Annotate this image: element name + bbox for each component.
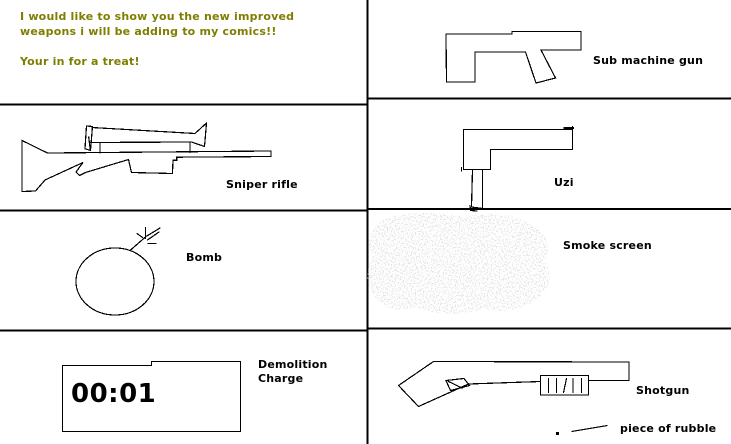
sniper-rifle-label: Sniper rifle (226, 178, 298, 191)
demolition-timer-display: 00:01 (71, 379, 157, 409)
shotgun-label: Shotgun (636, 384, 690, 397)
uzi-magazine-foot (469, 204, 478, 212)
scope-top-line (91, 126, 196, 135)
demolition-charge-label: Demolition Charge (258, 358, 328, 386)
bomb-ball (75, 247, 155, 316)
demolition-label-line-2: Charge (258, 372, 304, 385)
bomb-label: Bomb (186, 251, 223, 264)
submachine-gun-drawing (445, 30, 582, 84)
shotgun-drawing (397, 360, 630, 408)
demolition-label-line-1: Demolition (258, 358, 328, 371)
intro-line-2: weapons i will be adding to my comics!! (20, 25, 277, 38)
scope-eyepiece-fold (88, 136, 91, 151)
intro-line-1: I would like to show you the new improve… (20, 10, 295, 23)
shotgun-grip (445, 377, 471, 392)
bomb-spark-2 (146, 231, 160, 241)
rubble-label: piece of rubble (620, 422, 717, 435)
uzi-magazine (470, 168, 484, 210)
intro-tagline: Your in for a treat! (20, 55, 140, 68)
intro-text: I would like to show you the new improve… (20, 9, 294, 69)
rifle-body (21, 139, 272, 193)
bomb-fuse (129, 235, 147, 252)
sniper-rifle-drawing (21, 121, 272, 193)
bomb-spark-4 (136, 232, 144, 239)
smoke-screen-spray (367, 212, 550, 314)
charge-box (61, 360, 242, 433)
shotgun-grip-fold (447, 380, 463, 389)
smoke-screen-label: Smoke screen (563, 239, 652, 252)
rubble-pointer-line (571, 424, 608, 433)
rubble-dot (555, 431, 560, 436)
shotgun-stock-underside (397, 383, 470, 408)
shotgun-barrel-line (467, 380, 542, 385)
uzi-label: Uzi (554, 176, 574, 189)
uzi-drawing (460, 125, 575, 212)
shotgun-pump (539, 374, 590, 396)
scope-lens-funnel (190, 121, 208, 148)
shotgun-body (397, 360, 630, 387)
uzi-body (462, 128, 574, 171)
pump-rib-3 (562, 377, 568, 394)
rubble-drawing (555, 424, 608, 436)
submachine-gun-label: Sub machine gun (593, 54, 704, 67)
scope-bottom-line (89, 141, 193, 144)
bomb-drawing (75, 226, 161, 316)
bomb-spark-1 (145, 227, 161, 238)
demolition-charge-drawing (61, 360, 242, 433)
